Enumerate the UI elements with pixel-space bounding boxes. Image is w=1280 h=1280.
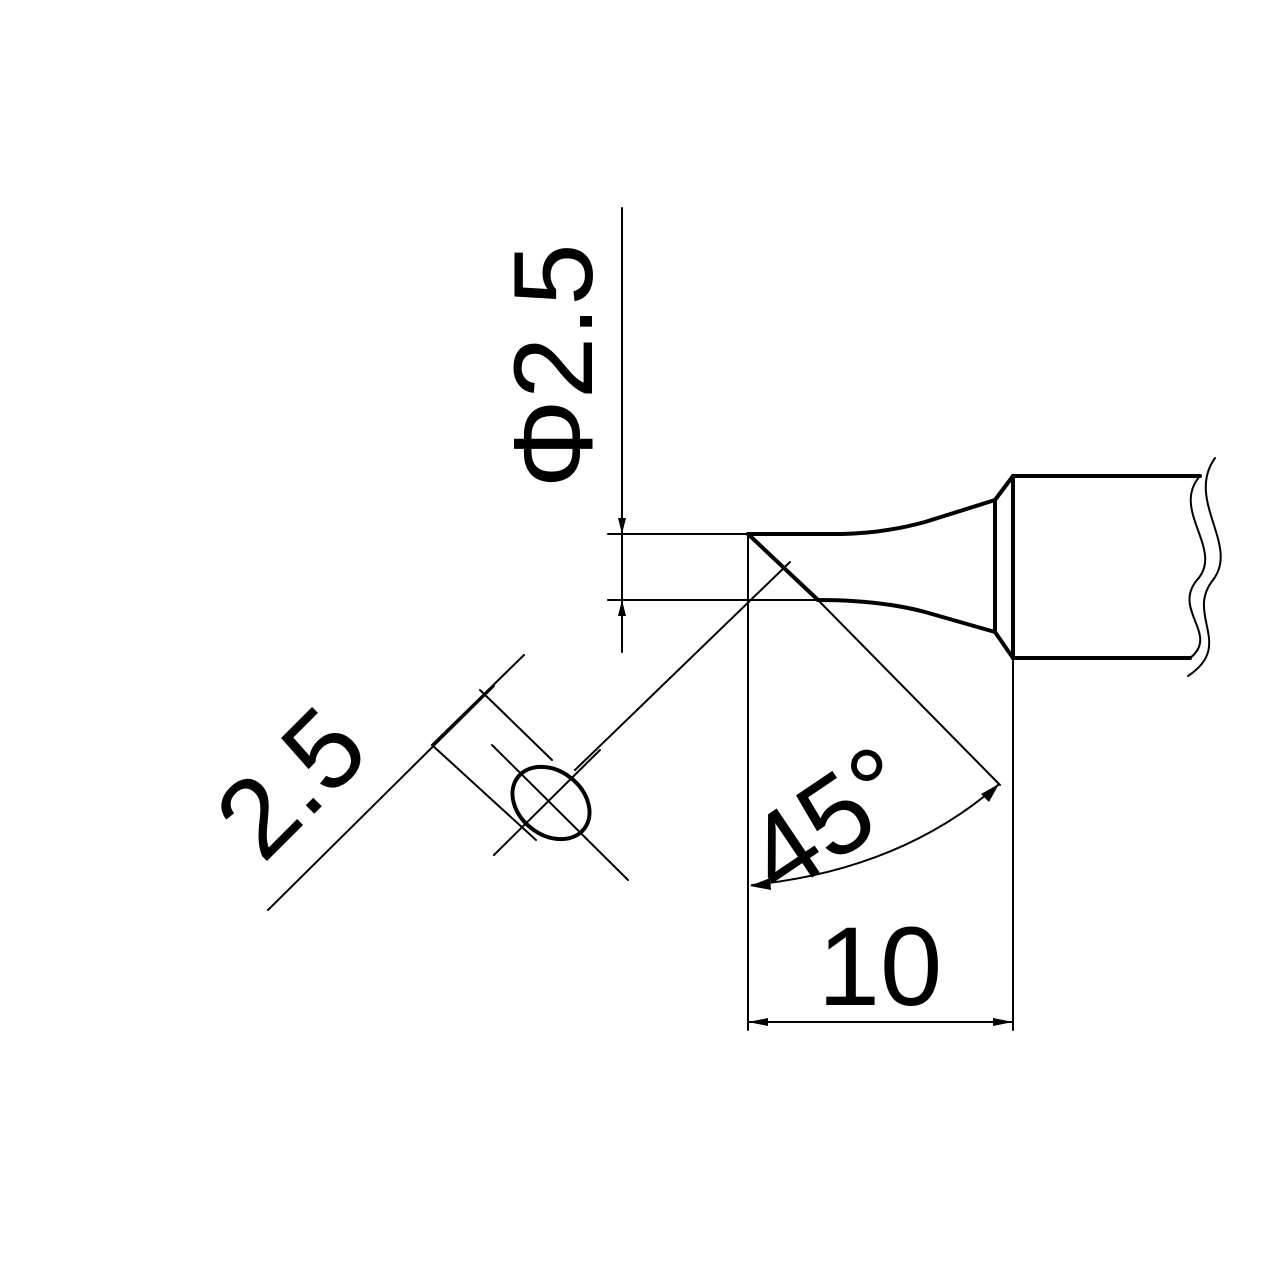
face-width-dimension: 2.5 <box>192 561 791 911</box>
angle-dimension: 45° <box>723 599 1001 919</box>
angle-arc <box>751 784 999 886</box>
angle-label: 45° <box>723 721 933 919</box>
shoulder-top-chamfer <box>993 474 1015 502</box>
break-line-outer <box>1187 457 1222 677</box>
tip-bevel-face <box>746 532 820 602</box>
tip-outline <box>746 457 1222 677</box>
diameter-dimension: Φ2.5 <box>491 207 819 653</box>
diameter-arrow-top <box>618 518 626 534</box>
shoulder-bottom-chamfer <box>993 630 1015 660</box>
length-arrow-left <box>748 1018 768 1026</box>
face-cross-line-b <box>493 749 601 856</box>
length-label: 10 <box>818 904 943 1029</box>
face-ext-line-3 <box>479 689 553 761</box>
face-width-label: 2.5 <box>192 684 390 882</box>
length-dimension: 10 <box>747 657 1014 1031</box>
face-ext-line-1 <box>431 654 525 746</box>
tip-bottom-edge <box>816 598 997 634</box>
angle-arrow-left <box>750 878 771 890</box>
angle-ext-line <box>817 599 1001 786</box>
diameter-label: Φ2.5 <box>491 243 616 488</box>
face-leader-line <box>574 561 791 771</box>
tip-top-edge <box>746 498 997 536</box>
face-cross-line-a <box>491 744 629 881</box>
face-dim-line <box>267 685 495 911</box>
break-line-inner <box>1188 475 1207 659</box>
length-arrow-right <box>993 1018 1013 1026</box>
angle-arrow-right <box>981 784 999 802</box>
face-ext-line-2 <box>431 744 537 841</box>
diameter-arrow-bottom <box>618 600 626 616</box>
